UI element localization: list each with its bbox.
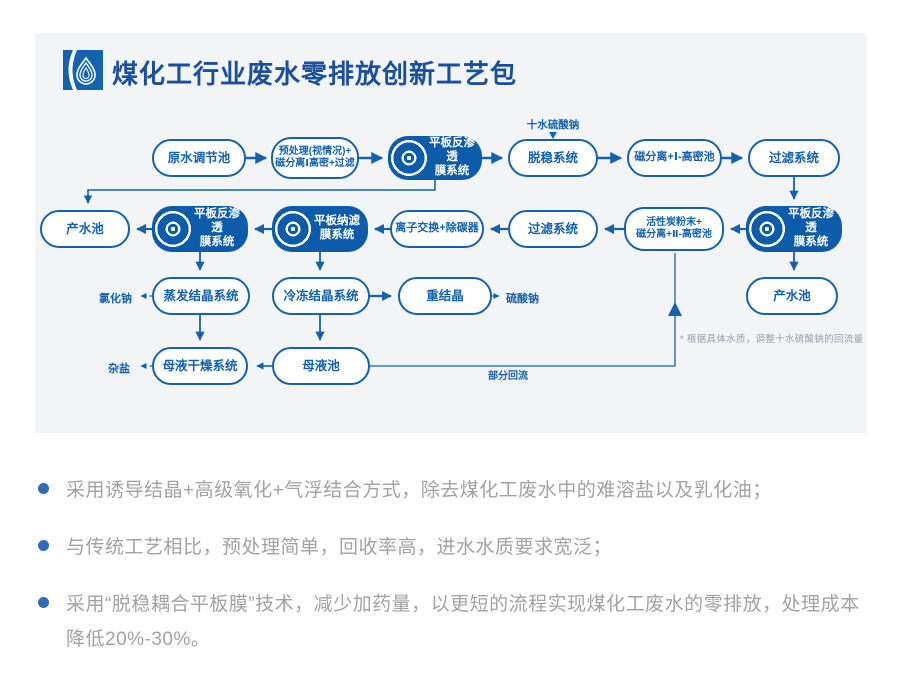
footnote: * 根据具体水质，调整十水硫酸钠的回流量	[680, 334, 864, 345]
disc-icon	[748, 210, 786, 248]
node-flat-ro-membrane-2: 平板反渗透膜系统	[152, 206, 248, 252]
list-item: 采用“脱稳耦合平板膜”技术，减少加药量，以更短的流程实现煤化工废水的零排放，处理…	[38, 588, 868, 656]
node-recrystallization: 重结晶	[398, 277, 492, 315]
list-item: 与传统工艺相比，预处理简单，回收率高，进水水质要求宽泛；	[38, 531, 868, 565]
disc-icon	[274, 210, 312, 248]
node-product-water-tank-2: 产水池	[746, 277, 838, 315]
node-destabilization-system: 脱稳系统	[508, 139, 598, 177]
label-sodium-chloride: 氯化钠	[99, 293, 132, 305]
bullet-dot-icon	[38, 483, 49, 494]
node-filter-system-2: 过滤系统	[508, 210, 598, 248]
node-activated-carbon: 活性炭粉末+磁分离+Ⅱ-高密池	[624, 207, 724, 251]
label-mixed-salt: 杂盐	[108, 363, 130, 375]
node-evaporation-crystallization: 蒸发结晶系统	[152, 277, 250, 315]
label-partial-reflux: 部分回流	[488, 371, 528, 382]
page-title: 煤化工行业废水零排放创新工艺包	[112, 59, 518, 89]
node-flat-ro-membrane-3: 平板反渗透膜系统	[746, 206, 842, 252]
list-item: 采用诱导结晶+高级氧化+气浮结合方式，除去煤化工废水中的难溶盐以及乳化油；	[38, 474, 868, 508]
bullet-dot-icon	[38, 540, 49, 552]
node-raw-water-tank: 原水调节池	[152, 139, 246, 177]
node-flat-nf-membrane: 平板纳滤膜系统	[272, 206, 368, 252]
node-mother-liquor-drying: 母液干燥系统	[152, 347, 248, 385]
bullet-dot-icon	[38, 597, 49, 609]
node-product-water-tank-1: 产水池	[40, 210, 130, 248]
disc-icon	[154, 210, 192, 248]
bullet-list: 采用诱导结晶+高级氧化+气浮结合方式，除去煤化工废水中的难溶盐以及乳化油； 与传…	[38, 474, 868, 678]
node-mother-liquor-tank: 母液池	[272, 347, 370, 385]
node-magnetic-separation-1: 磁分离+Ⅰ-高密池	[627, 139, 722, 177]
node-pretreatment: 预处理(视情况)+磁分离Ⅰ高密+过滤	[271, 137, 359, 179]
node-filter-system-1: 过滤系统	[748, 139, 840, 177]
label-sodium-sulfate: 硫酸钠	[506, 293, 539, 305]
disc-icon	[390, 139, 428, 177]
node-flat-ro-membrane-1: 平板反渗透膜系统	[388, 136, 482, 180]
label-sodium-sulfate-decahydrate: 十水硫酸钠	[526, 119, 580, 131]
water-drop-logo-icon	[63, 50, 103, 90]
node-freeze-crystallization: 冷冻结晶系统	[272, 277, 370, 315]
node-ion-exchange: 离子交换+除碳器	[390, 210, 484, 248]
